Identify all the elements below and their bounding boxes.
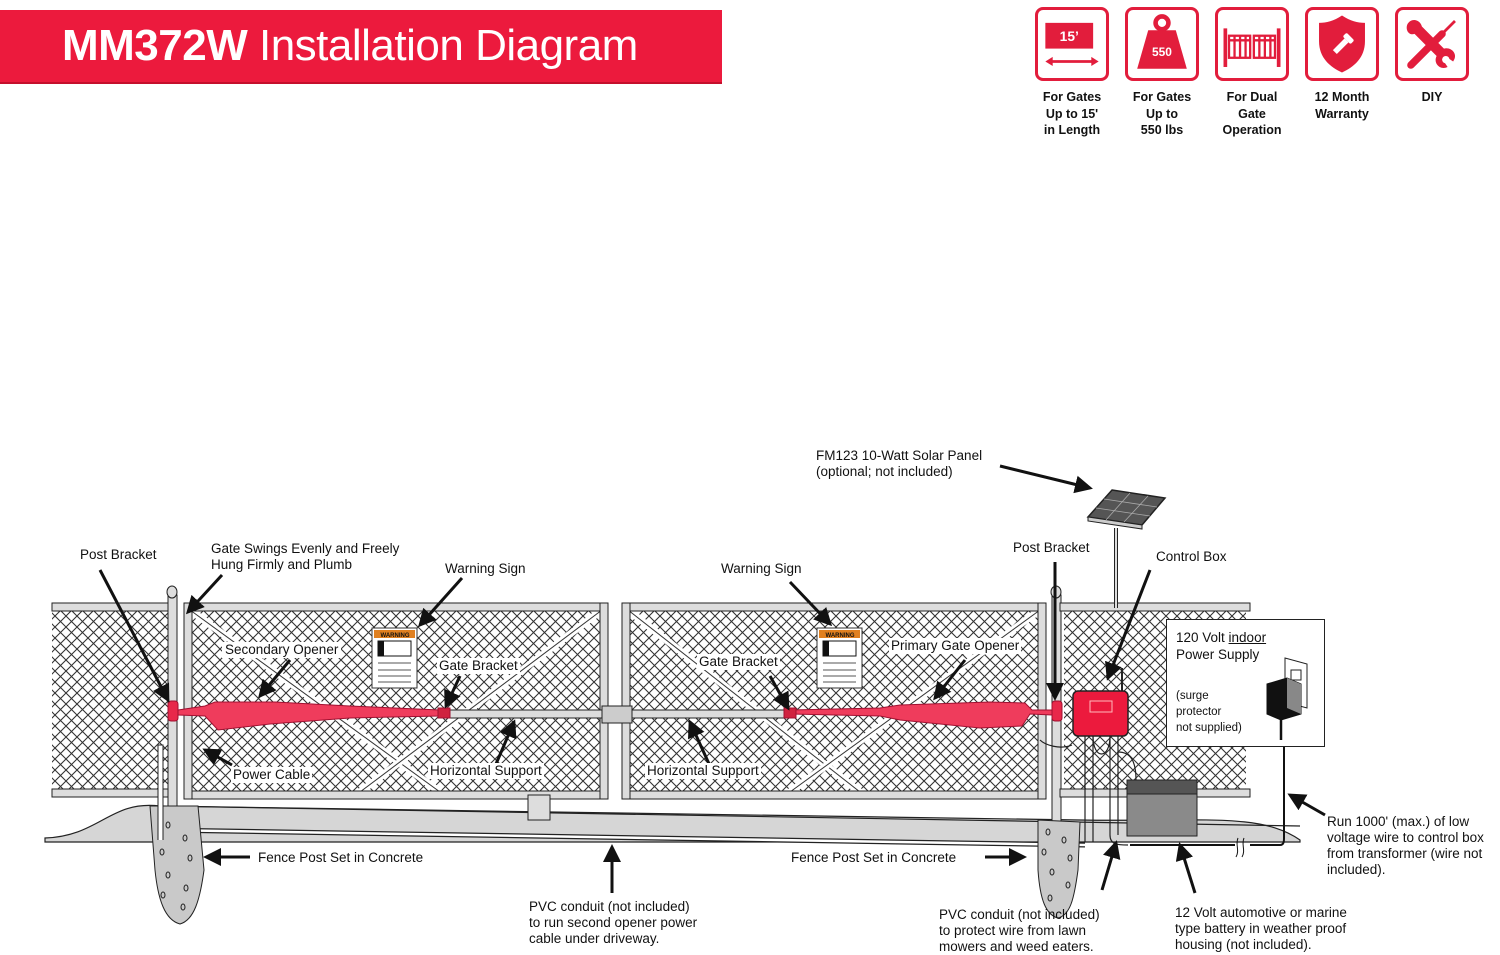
page-title: MM372W Installation Diagram: [62, 21, 638, 71]
label-pvc-driveway: PVC conduit (not included) to run second…: [529, 899, 697, 947]
primary-gate-opener: [783, 700, 1063, 729]
right-concrete-footing: [1037, 819, 1081, 919]
gate-length-icon: 15’: [1035, 7, 1109, 81]
label-battery: 12 Volt automotive or marine type batter…: [1175, 905, 1347, 953]
label-secondary-opener: Secondary Opener: [222, 642, 342, 658]
warning-sign-right: WARNING: [816, 627, 863, 689]
label-line: included).: [1327, 862, 1386, 877]
label-gate-bracket-right: Gate Bracket: [697, 654, 780, 670]
horizontal-support-left: [449, 709, 611, 719]
label-solar-panel: FM123 10-Watt Solar Panel (optional; not…: [816, 448, 982, 480]
label-line: (optional; not included): [816, 464, 953, 479]
diy-tools-icon: [1395, 7, 1469, 81]
surge-note-line: protector: [1176, 706, 1222, 718]
label-fence-post-left: Fence Post Set in Concrete: [258, 850, 424, 865]
svg-text:WARNING: WARNING: [381, 633, 410, 639]
surge-note: (surge protector not supplied): [1176, 688, 1242, 736]
feature-diy: DIY: [1392, 7, 1472, 106]
label-horizontal-support-right: Horizontal Support: [645, 763, 761, 779]
battery: [1126, 779, 1198, 837]
label-line: Run 1000' (max.) of low: [1327, 814, 1470, 829]
feature-label-line: For Gates: [1132, 90, 1192, 104]
label-line: FM123 10-Watt Solar Panel: [816, 448, 983, 463]
secondary-opener: [167, 700, 451, 731]
label-line: housing (not included).: [1175, 937, 1312, 952]
label-primary-gate-opener: Primary Gate Opener: [889, 638, 1022, 654]
label-warning-sign-right: Warning Sign: [721, 561, 802, 576]
feature-label-line: Warranty: [1315, 106, 1369, 121]
model-number: MM372W: [62, 21, 248, 70]
feature-label-line: 550 lbs: [1140, 123, 1184, 137]
feature-label-line: in Length: [1043, 123, 1101, 137]
label-line: mowers and weed eaters.: [939, 939, 1094, 954]
horizontal-support-right: [629, 709, 791, 719]
label-control-box: Control Box: [1156, 549, 1227, 564]
label-gate-bracket-left: Gate Bracket: [437, 658, 520, 674]
solar-panel: [1086, 489, 1167, 608]
label-line: voltage wire to control box: [1327, 830, 1484, 845]
label-gate-swings: Gate Swings Evenly and Freely Hung Firml…: [211, 541, 399, 573]
title-text: Installation Diagram: [258, 21, 638, 70]
power-supply-inset: 120 Volt indoor Power Supply (surge prot…: [1166, 619, 1325, 747]
left-gate: [183, 602, 611, 821]
label-line: 12 Volt automotive or marine: [1175, 905, 1347, 920]
feature-label-line: Up to: [1146, 106, 1178, 121]
feature-warranty: 12 Month Warranty: [1302, 7, 1382, 122]
label-line: Gate Swings Evenly and Freely: [211, 541, 400, 556]
gate-stop: [527, 794, 551, 821]
center-latch: [601, 705, 633, 724]
label-line: to protect wire from lawn: [939, 923, 1087, 938]
feature-label: 12 Month Warranty: [1302, 89, 1382, 122]
feature-label: For Dual Gate Operation: [1212, 89, 1292, 139]
label-line: to run second opener power: [529, 915, 698, 930]
feature-label-line: For Dual Gate: [1226, 90, 1278, 121]
surge-note-line: not supplied): [1176, 722, 1242, 734]
feature-gate-length: 15’ For Gates Up to 15' in Length: [1032, 7, 1112, 139]
warranty-shield-icon: [1305, 7, 1379, 81]
label-horizontal-support-left: Horizontal Support: [428, 763, 544, 779]
weight-icon-text: 550: [1152, 45, 1172, 59]
gate-length-icon-text: 15’: [1060, 29, 1079, 44]
label-line: cable under driveway.: [529, 931, 660, 946]
label-line: PVC conduit (not included): [939, 907, 1100, 922]
power-supply-voltage: 120 Volt: [1176, 630, 1229, 645]
feature-label: For Gates Up to 550 lbs: [1122, 89, 1202, 139]
label-line: from transformer (wire not: [1327, 846, 1483, 861]
power-supply-indoor: indoor: [1228, 630, 1267, 645]
label-power-cable: Power Cable: [231, 767, 313, 783]
feature-label-line: Operation: [1222, 123, 1282, 137]
feature-dual-gate: For Dual Gate Operation: [1212, 7, 1292, 139]
feature-label: For Gates Up to 15' in Length: [1032, 89, 1112, 139]
feature-label-line: Up to 15': [1045, 106, 1099, 121]
power-supply-label: 120 Volt indoor Power Supply: [1176, 630, 1266, 663]
plug-adapter-icon: [1266, 657, 1308, 740]
label-line: Hung Firmly and Plumb: [211, 557, 353, 572]
label-fence-post-right: Fence Post Set in Concrete: [791, 850, 957, 865]
left-fence-section: [51, 602, 178, 798]
title-banner: MM372W Installation Diagram: [0, 10, 722, 84]
dual-gate-icon: [1215, 7, 1289, 81]
label-line: type battery in weather proof: [1175, 921, 1347, 936]
label-line: PVC conduit (not included): [529, 899, 690, 914]
feature-label: DIY: [1392, 89, 1472, 106]
svg-text:WARNING: WARNING: [826, 633, 855, 639]
label-pvc-lawn: PVC conduit (not included) to protect wi…: [939, 907, 1100, 955]
callout-arrows: [98, 464, 1326, 894]
feature-label-line: 12 Month: [1314, 90, 1370, 104]
label-warning-sign-left: Warning Sign: [445, 561, 526, 576]
surge-note-line: (surge: [1176, 690, 1209, 702]
warning-sign-left: WARNING: [371, 627, 418, 689]
feature-label-line: DIY: [1421, 90, 1443, 104]
feature-label-line: For Gates: [1042, 90, 1102, 104]
feature-weight: 550 For Gates Up to 550 lbs: [1122, 7, 1202, 139]
weight-icon: 550: [1125, 7, 1199, 81]
label-low-voltage-run: Run 1000' (max.) of low voltage wire to …: [1327, 814, 1484, 878]
power-supply-text: Power Supply: [1176, 646, 1260, 662]
label-post-bracket-right: Post Bracket: [1013, 540, 1090, 555]
label-post-bracket-left: Post Bracket: [80, 547, 157, 562]
